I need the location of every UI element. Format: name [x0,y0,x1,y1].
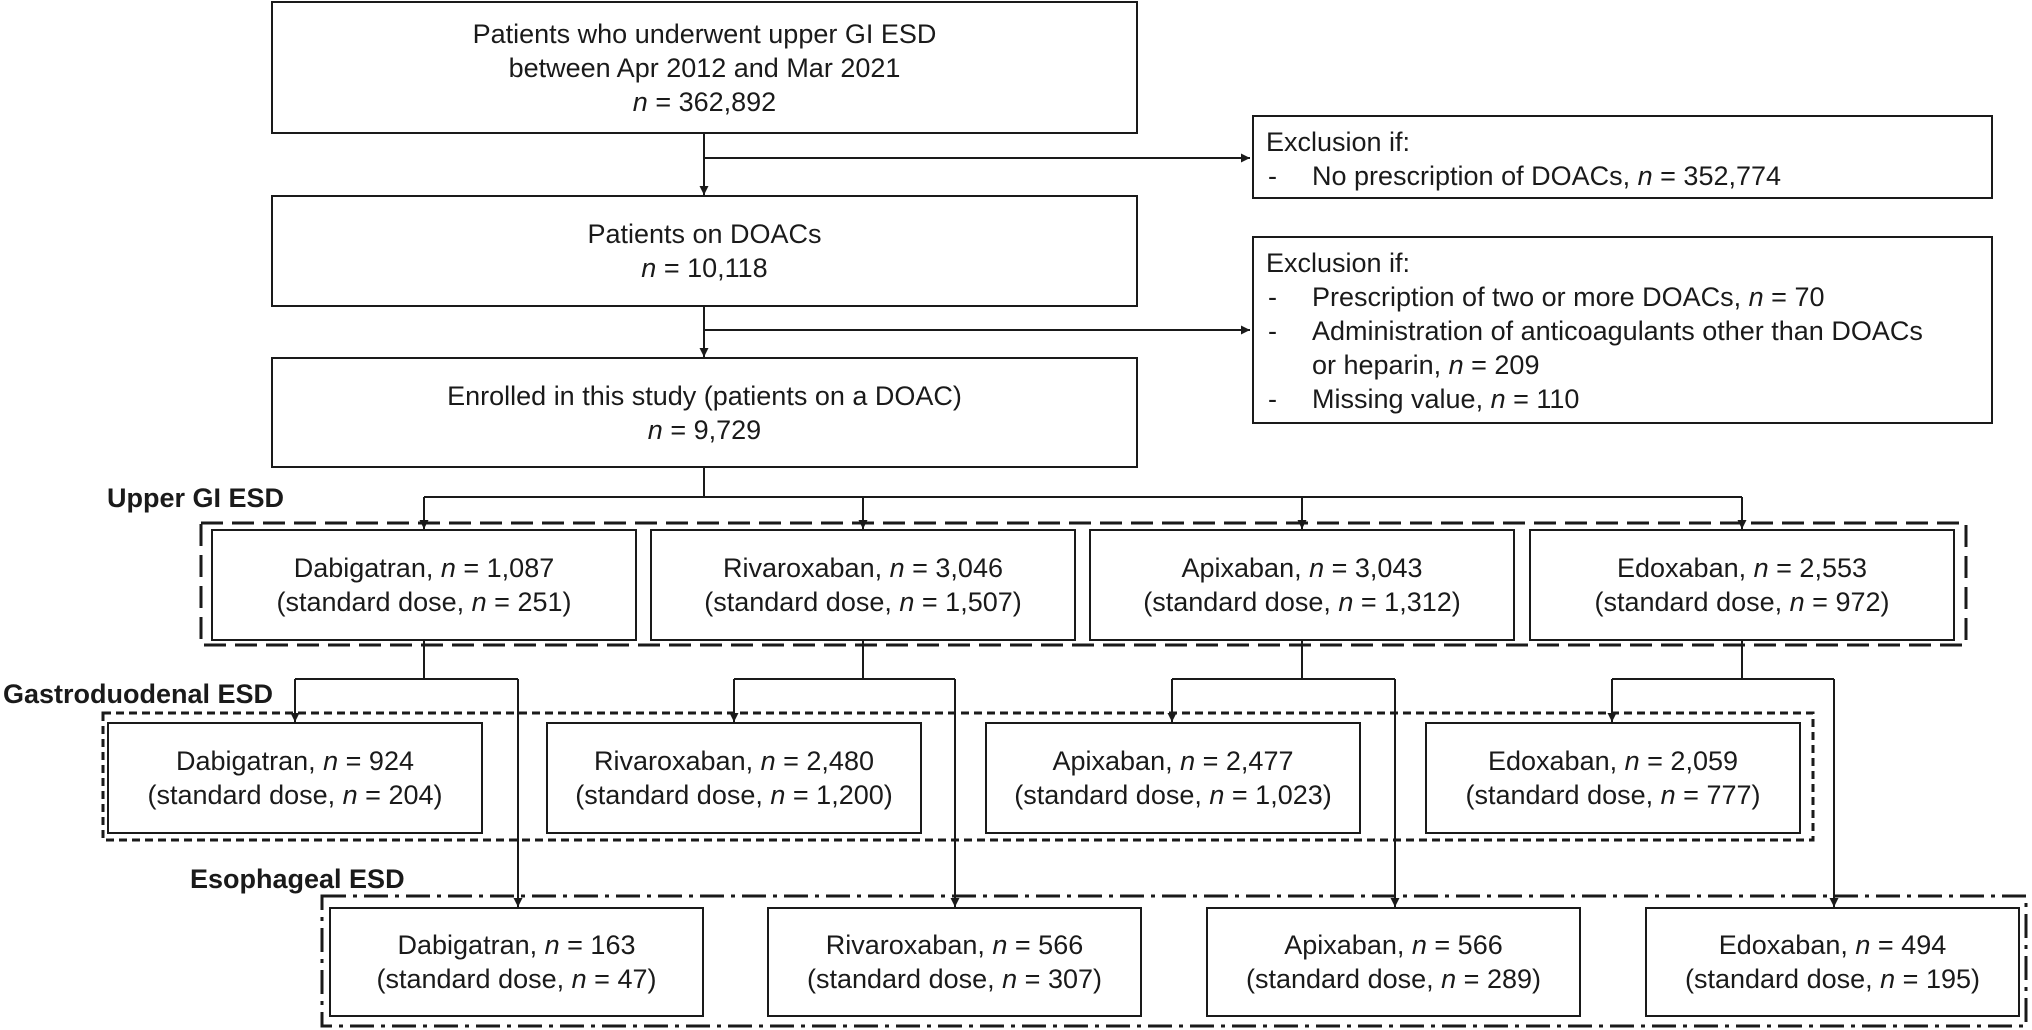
box-upper-apixaban: Apixaban, n = 3,043 (standard dose, n = … [1089,529,1515,641]
exclusion2-item: Administration of anticoagulants other t… [1266,314,1979,382]
exclusion1-heading: Exclusion if: [1266,127,1411,157]
box-eso-rivaroxaban: Rivaroxaban, n = 566 (standard dose, n =… [767,907,1142,1017]
enrolled-count: n = 9,729 [647,414,762,445]
section-label-esophageal-esd: Esophageal ESD [190,864,405,894]
doac-line1: Patients on DOACs [587,219,822,249]
group-frame-gastro [101,711,1815,842]
box-gastro-apixaban: Apixaban, n = 2,477 (standard dose, n = … [985,722,1361,834]
box-eso-edoxaban: Edoxaban, n = 494 (standard dose, n = 19… [1645,907,2020,1017]
box-upper-gi-esd-patients: Patients who underwent upper GI ESD betw… [271,1,1138,134]
top-count: n = 362,892 [632,86,777,117]
top-line2: between Apr 2012 and Mar 2021 [508,52,901,83]
section-label-gastroduodenal-esd: Gastroduodenal ESD [3,679,274,709]
box-gastro-dabigatran: Dabigatran, n = 924 (standard dose, n = … [107,722,483,834]
exclusion2-item: Prescription of two or more DOACs, n = 7… [1266,280,1979,314]
box-gastro-rivaroxaban: Rivaroxaban, n = 2,480 (standard dose, n… [546,722,922,834]
box-patients-on-doacs: Patients on DOACs n = 10,118 [271,195,1138,307]
exclusion2-heading: Exclusion if: [1266,248,1411,278]
box-eso-apixaban: Apixaban, n = 566 (standard dose, n = 28… [1206,907,1581,1017]
box-gastro-edoxaban: Edoxaban, n = 2,059 (standard dose, n = … [1425,722,1801,834]
box-exclusion-2: Exclusion if: Prescription of two or mor… [1252,236,1993,424]
exclusion1-item: No prescription of DOACs, n = 352,774 [1266,159,1979,193]
box-exclusion-1: Exclusion if: No prescription of DOACs, … [1252,115,1993,199]
box-eso-dabigatran: Dabigatran, n = 163 (standard dose, n = … [329,907,704,1017]
enrolled-line1: Enrolled in this study (patients on a DO… [447,380,962,411]
group-frame-upper [199,521,1968,647]
top-line1: Patients who underwent upper GI ESD [472,18,937,49]
exclusion2-item: Missing value, n = 110 [1266,382,1979,416]
box-upper-edoxaban: Edoxaban, n = 2,553 (standard dose, n = … [1529,529,1955,641]
box-upper-dabigatran: Dabigatran, n = 1,087 (standard dose, n … [211,529,637,641]
doac-count: n = 10,118 [641,253,768,283]
box-upper-rivaroxaban: Rivaroxaban, n = 3,046 (standard dose, n… [650,529,1076,641]
section-label-upper-gi-esd: Upper GI ESD [107,483,285,513]
group-frame-eso [320,894,2028,1028]
box-enrolled: Enrolled in this study (patients on a DO… [271,357,1138,468]
